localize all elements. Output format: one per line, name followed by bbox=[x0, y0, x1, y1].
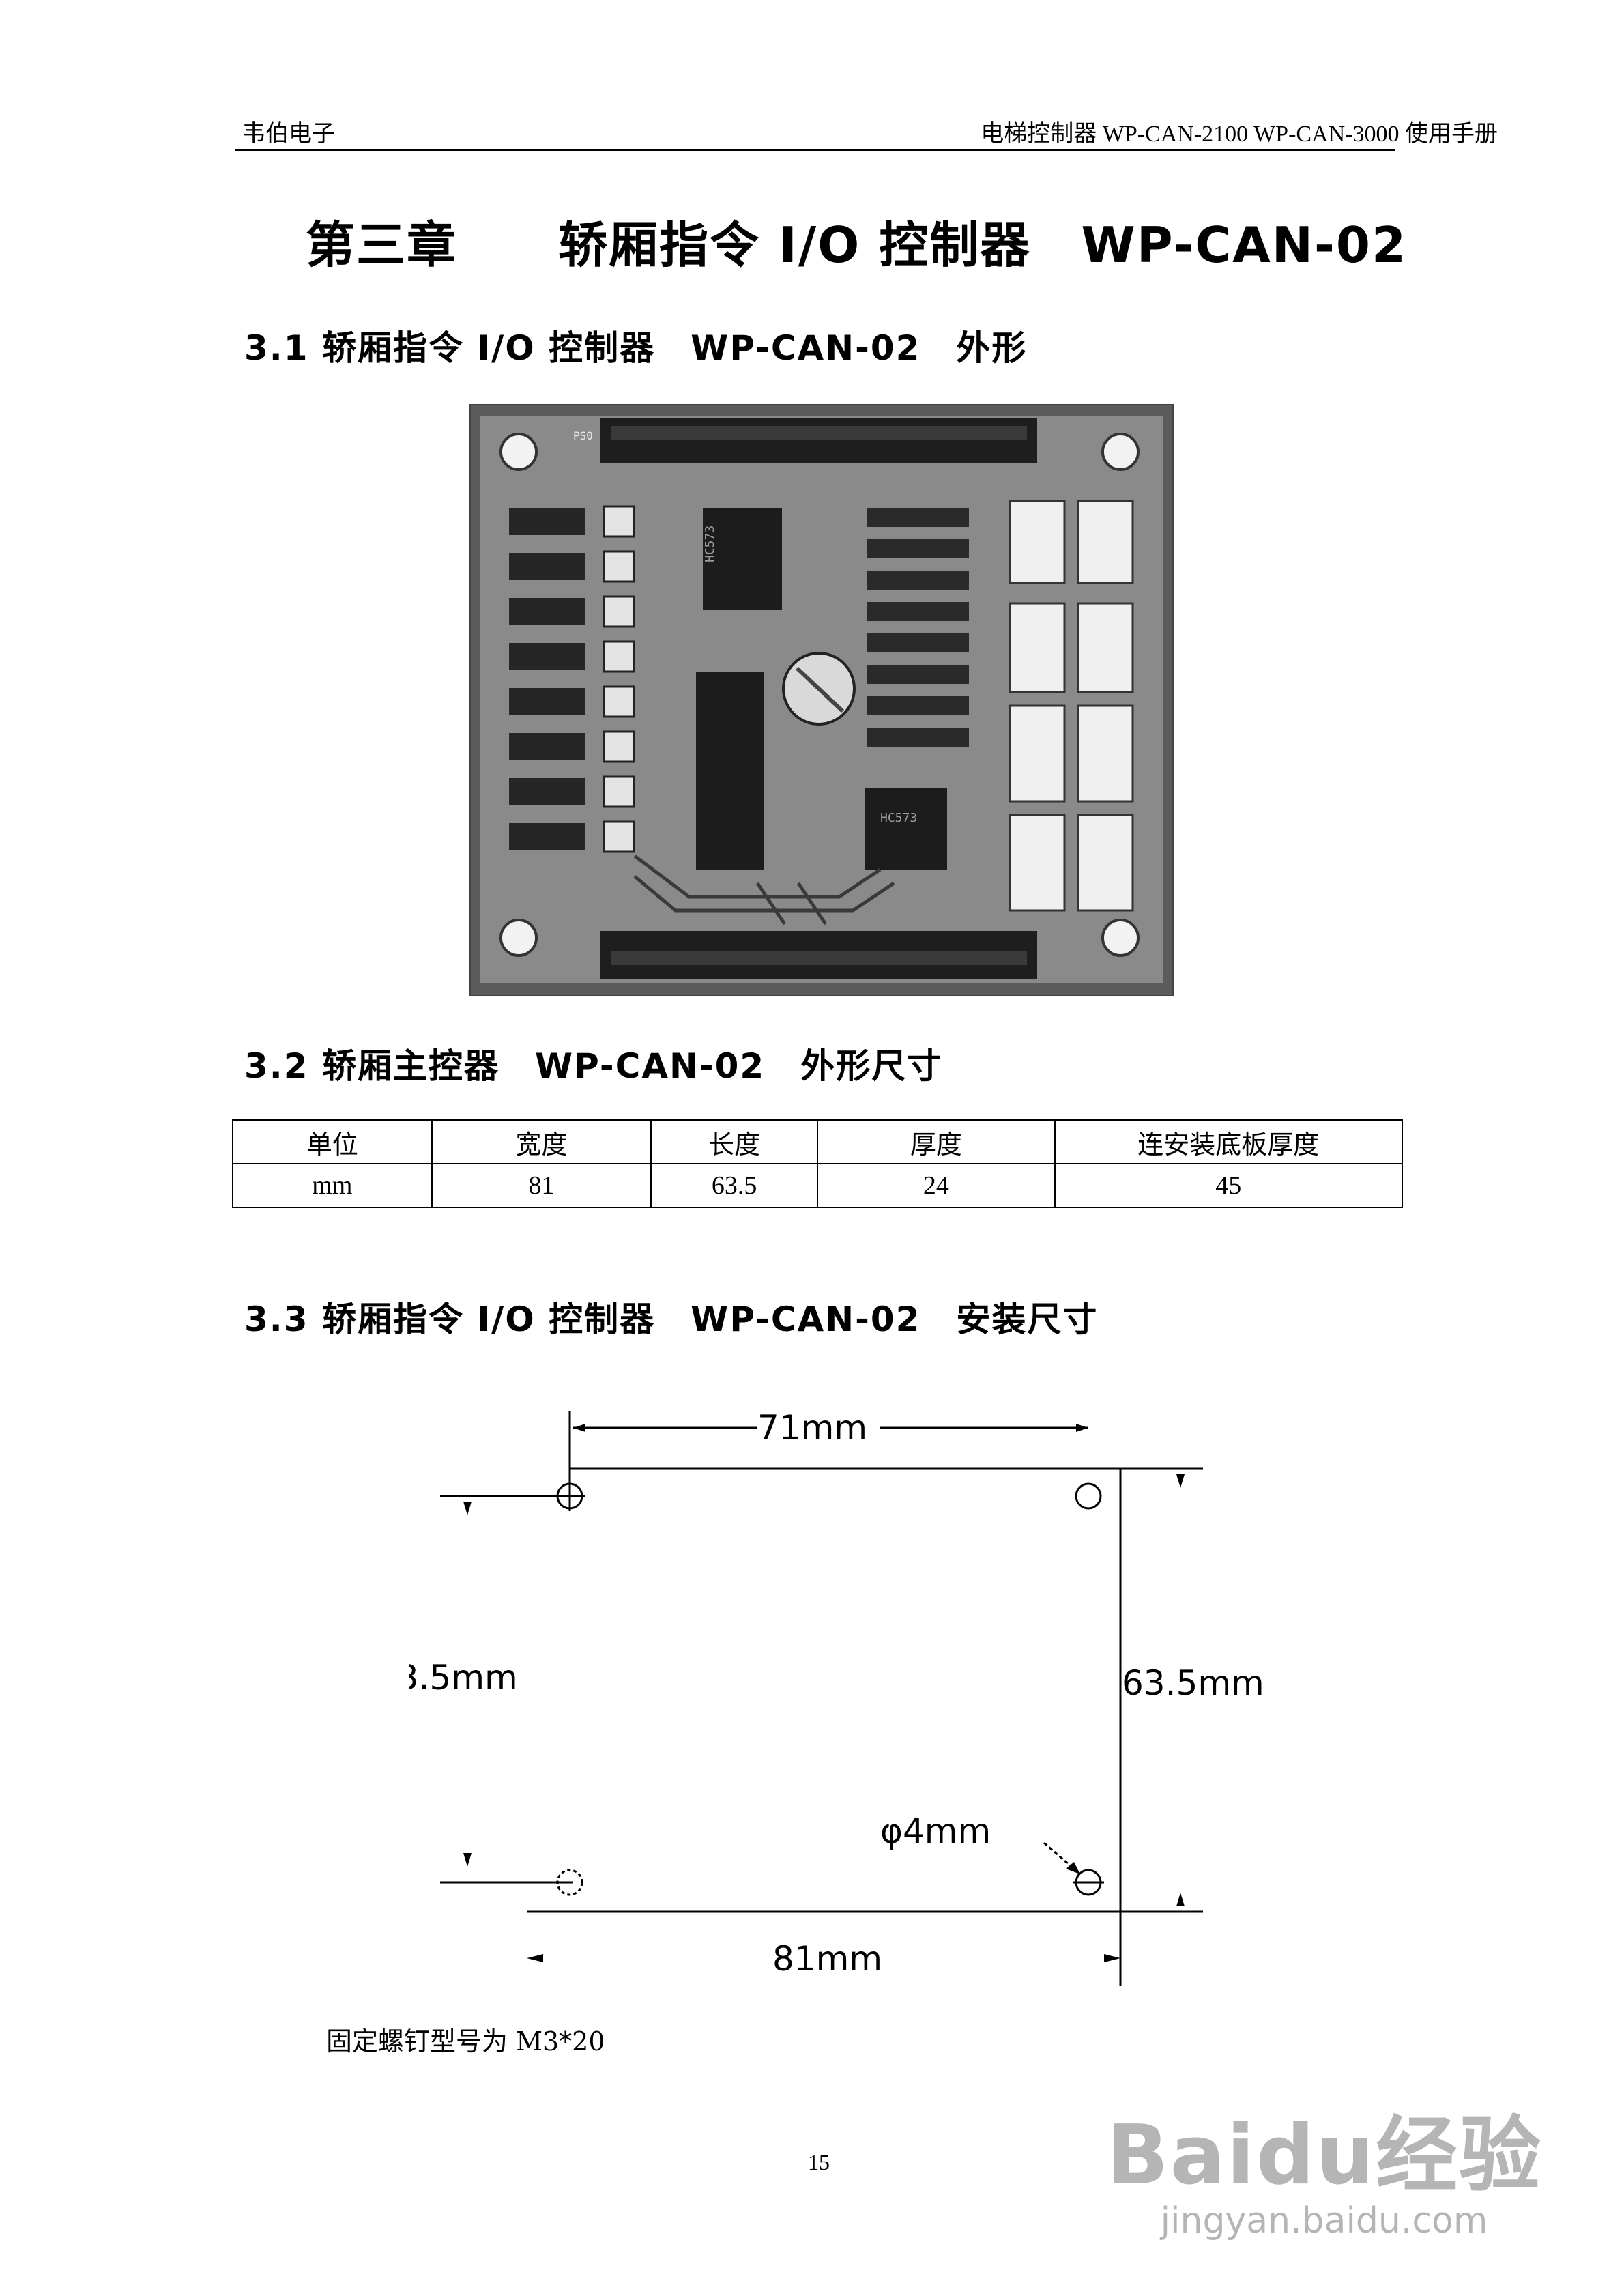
header-divider bbox=[235, 149, 1395, 151]
silkscreen-ps0: PS0 bbox=[573, 429, 593, 442]
watermark-url: jingyan.baidu.com bbox=[1160, 2200, 1488, 2241]
table-cell: 63.5 bbox=[650, 1163, 819, 1208]
watermark-logo: Baidu经验 bbox=[1106, 2108, 1542, 2203]
dim-hole-diameter: φ4mm bbox=[880, 1811, 991, 1851]
table-header-cell: 宽度 bbox=[431, 1119, 652, 1164]
screw-note: 固定螺钉型号为 M3*20 bbox=[326, 2026, 605, 2056]
section-heading-installation: 3.3 轿厢指令 I/O 控制器 WP-CAN-02 安装尺寸 bbox=[244, 1300, 1099, 1339]
table-cell: 45 bbox=[1054, 1163, 1404, 1208]
section-heading-appearance: 3.1 轿厢指令 I/O 控制器 WP-CAN-02 外形 bbox=[244, 328, 1028, 368]
table-cell: 81 bbox=[431, 1163, 652, 1208]
page-number: 15 bbox=[808, 2150, 830, 2175]
ic-label: HC573 bbox=[703, 526, 717, 562]
table-cell: mm bbox=[232, 1163, 433, 1208]
table-header-cell: 长度 bbox=[650, 1119, 819, 1164]
chapter-title: 第三章 轿厢指令 I/O 控制器 WP-CAN-02 bbox=[306, 216, 1408, 274]
dim-board-width: 81mm bbox=[772, 1939, 882, 1979]
table-header-cell: 单位 bbox=[232, 1119, 433, 1164]
header-manual-title: 电梯控制器 WP-CAN-2100 WP-CAN-3000 使用手册 bbox=[981, 121, 1498, 147]
section-heading-dimensions: 3.2 轿厢主控器 WP-CAN-02 外形尺寸 bbox=[244, 1046, 943, 1086]
table-header-row: 单位 宽度 长度 厚度 连安装底板厚度 bbox=[232, 1119, 1404, 1164]
baidu-watermark: Baidu经验 jingyan.baidu.com bbox=[1106, 2089, 1542, 2241]
ic-label: HC573 bbox=[880, 811, 917, 825]
table-header-cell: 连安装底板厚度 bbox=[1054, 1119, 1404, 1164]
board-photo: HC573 HC573 PS0 bbox=[469, 404, 1174, 996]
table-row: mm 81 63.5 24 45 bbox=[232, 1163, 1404, 1208]
dim-board-height: 63.5mm bbox=[1122, 1663, 1264, 1703]
dim-hole-spacing-width: 71mm bbox=[757, 1408, 867, 1448]
mounting-diagram: 71mm 53.5mm 63.5mm φ4mm 81mm bbox=[375, 1386, 1296, 2013]
header-company: 韦伯电子 bbox=[242, 120, 335, 147]
table-header-cell: 厚度 bbox=[817, 1119, 1056, 1164]
dimension-table: 单位 宽度 长度 厚度 连安装底板厚度 mm 81 63.5 24 45 bbox=[232, 1119, 1404, 1208]
table-cell: 24 bbox=[817, 1163, 1056, 1208]
dim-hole-spacing-height: 53.5mm bbox=[409, 1658, 518, 1697]
